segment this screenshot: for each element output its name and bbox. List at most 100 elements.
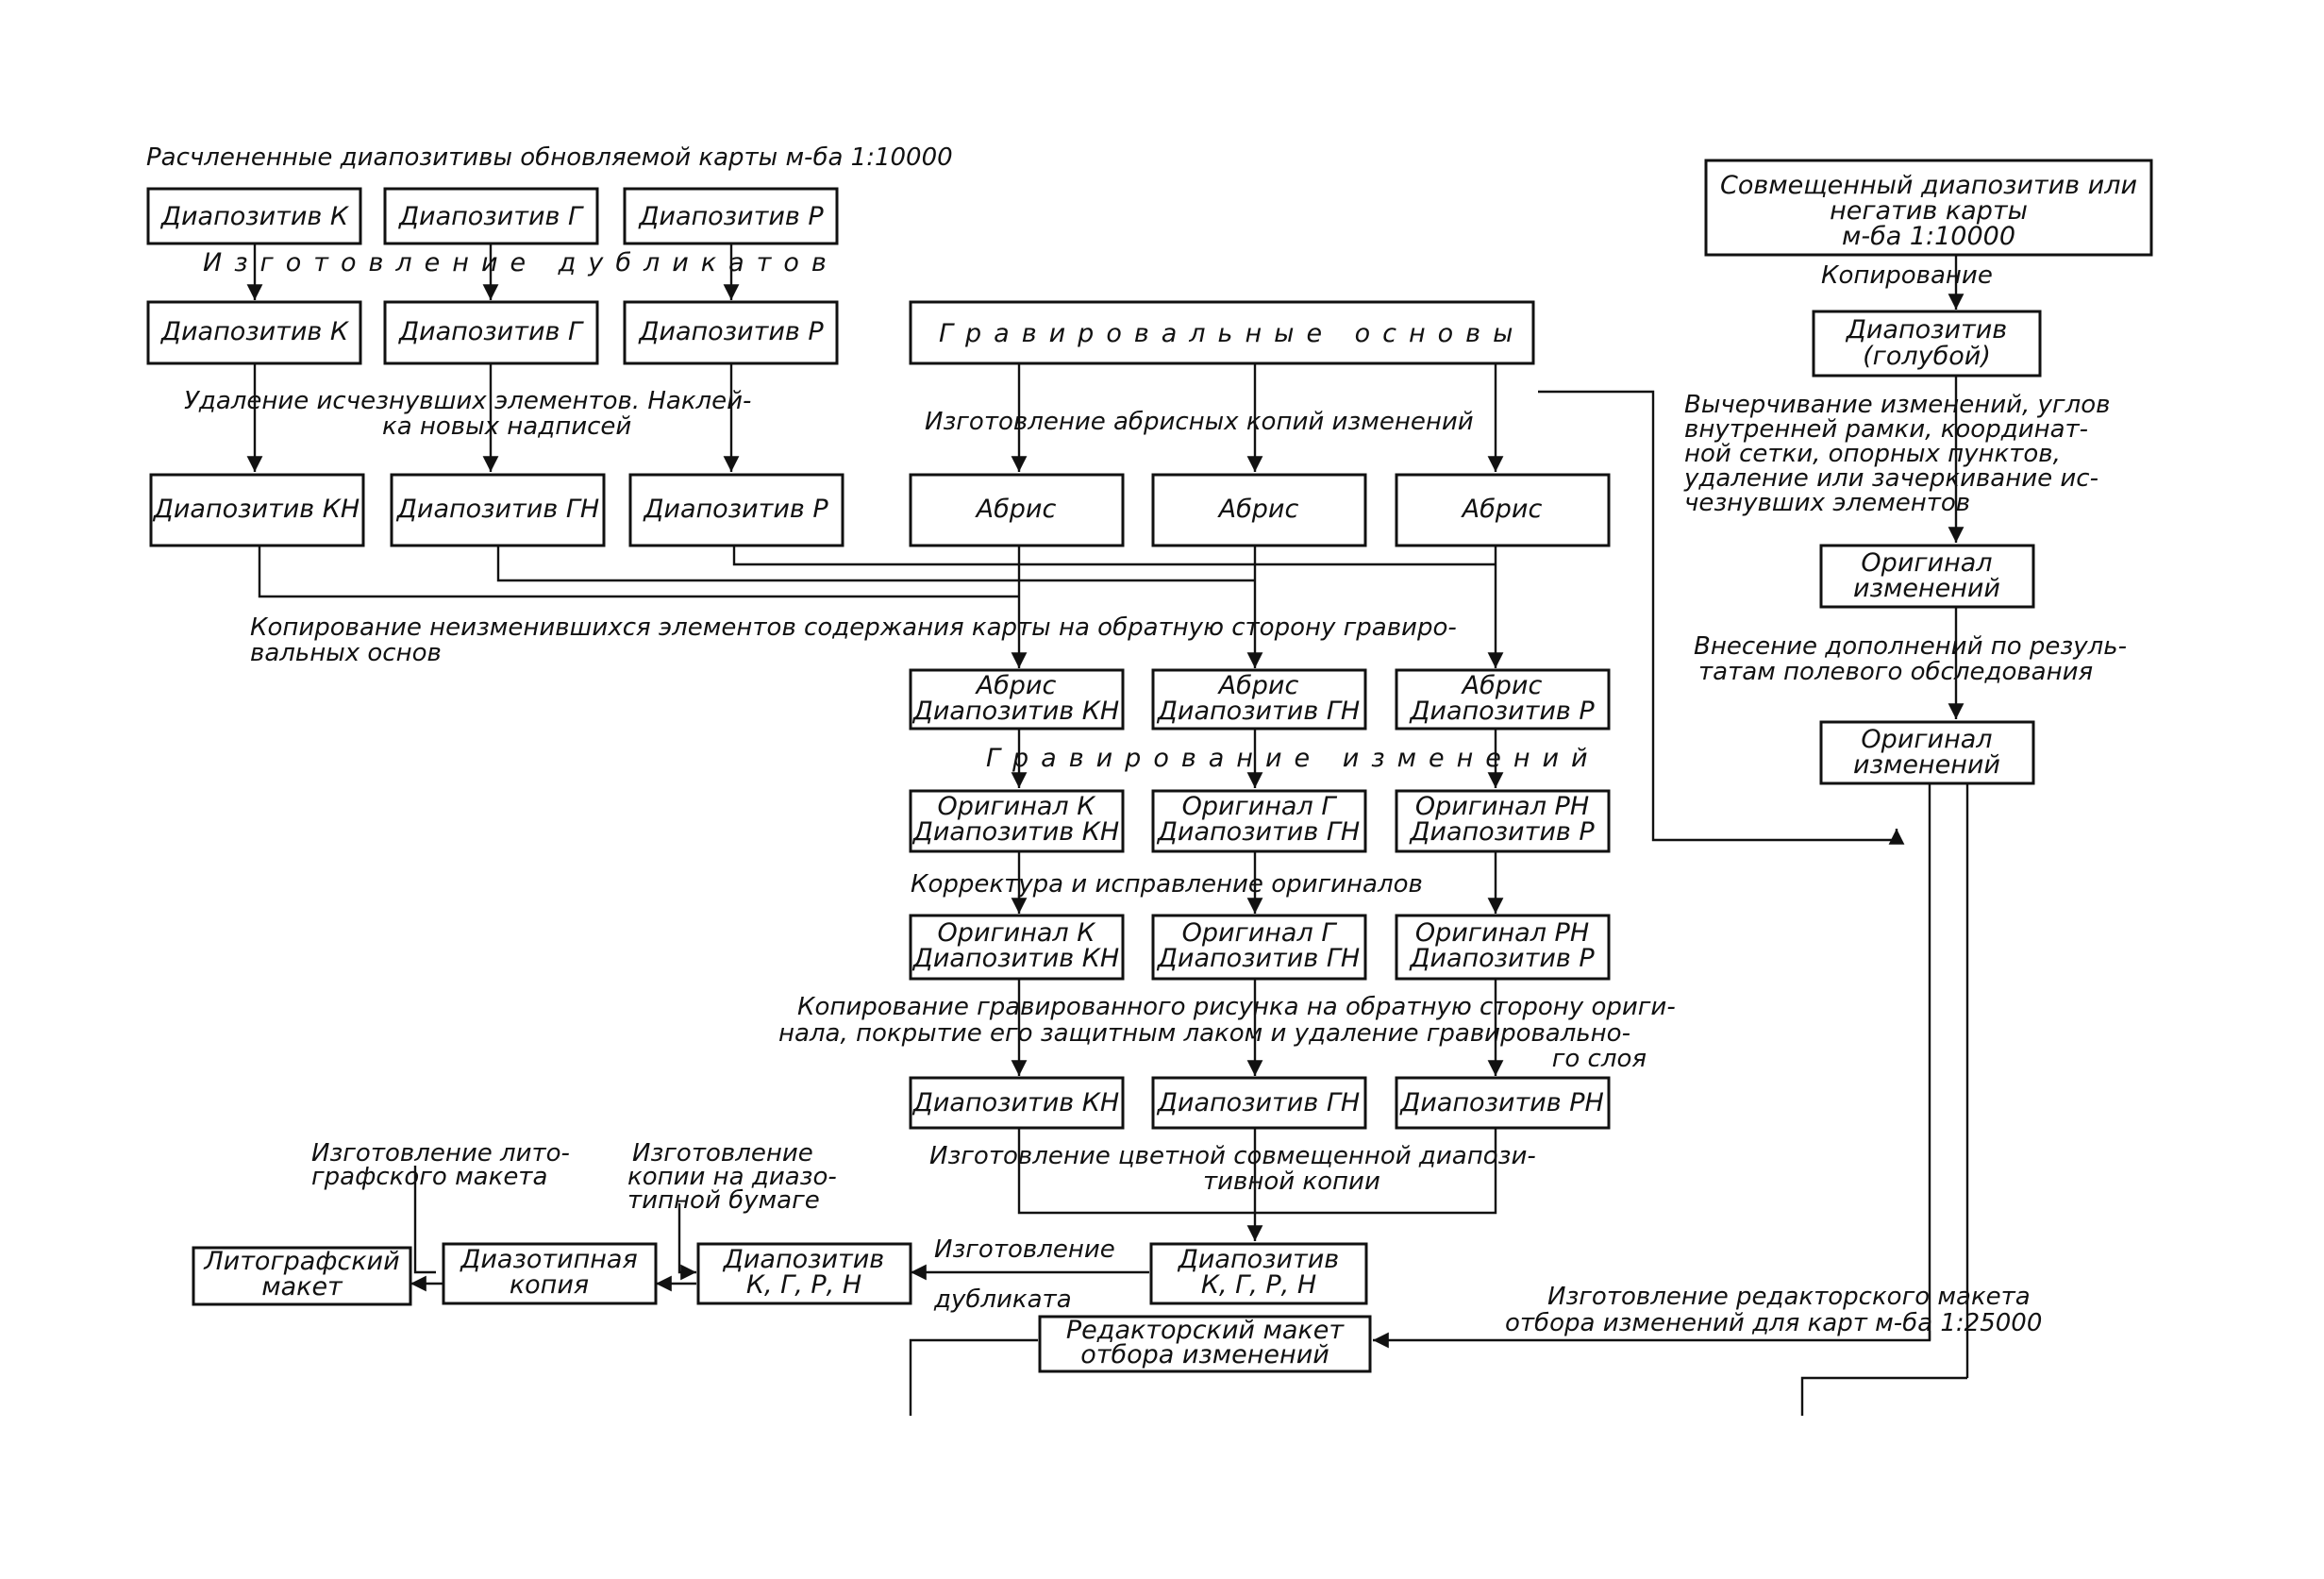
box-engraving-bases: Гравировальные основы xyxy=(909,300,1535,365)
svg-text:Оригинал РН: Оригинал РН xyxy=(1415,792,1589,821)
svg-text:Изготовление цветной совмещенн: Изготовление цветной совмещенной диапози… xyxy=(929,1142,1536,1170)
svg-text:изменений: изменений xyxy=(1853,574,2000,603)
svg-text:отбора изменений для карт м-ба: отбора изменений для карт м-ба 1:25000 xyxy=(1505,1309,2042,1337)
svg-text:Оригинал: Оригинал xyxy=(1861,548,1992,578)
svg-text:Копирование гравированного рис: Копирование гравированного рисунка на об… xyxy=(797,993,1676,1021)
svg-text:Диапозитив КН: Диапозитив КН xyxy=(912,697,1120,726)
box-diapositive-r-3: Диапозитив Р xyxy=(628,473,844,547)
label-editor-make: Изготовление редакторского макета отбора… xyxy=(1505,1283,2042,1337)
box-diapositive-gn-final: Диапозитив ГН xyxy=(1151,1076,1367,1130)
diagram-title: Расчлененные диапозитивы обновляемой кар… xyxy=(146,143,953,172)
svg-text:отбора изменений: отбора изменений xyxy=(1080,1340,1329,1369)
box-original-rn-1: Оригинал РН Диапозитив Р xyxy=(1395,789,1611,853)
svg-text:изменений: изменений xyxy=(1853,750,2000,780)
svg-text:Внесение дополнений по резуль-: Внесение дополнений по резуль- xyxy=(1694,632,2127,661)
label-color-copy: Изготовление цветной совмещенной диапози… xyxy=(929,1142,1536,1196)
svg-text:Изготовление редакторского мак: Изготовление редакторского макета xyxy=(1547,1283,2031,1311)
svg-text:ка новых надписей: ка новых надписей xyxy=(382,412,631,441)
label-litho-make: Изготовление лито- графского макета xyxy=(311,1139,570,1191)
box-abris-dr: Абрис Диапозитив Р xyxy=(1395,668,1611,731)
svg-text:нала, покрытие его защитным ла: нала, покрытие его защитным лаком и удал… xyxy=(778,1019,1630,1048)
box-diapositive-gn: Диапозитив ГН xyxy=(390,473,606,547)
box-original-changes-1: Оригинал изменений xyxy=(1819,544,2035,609)
svg-text:Диапозитив Р: Диапозитив Р xyxy=(1409,944,1595,973)
box-abris-dgn: Абрис Диапозитив ГН xyxy=(1151,668,1367,731)
label-correction: Корректура и исправление оригиналов xyxy=(911,870,1423,899)
label-field-additions: Внесение дополнений по резуль- татам пол… xyxy=(1694,632,2127,686)
svg-text:копии на диазо-: копии на диазо- xyxy=(627,1163,837,1191)
svg-text:Диапозитив: Диапозитив xyxy=(723,1245,884,1274)
svg-text:макет: макет xyxy=(261,1272,343,1302)
box-abris-2: Абрис xyxy=(1151,473,1367,547)
box-diapositive-r-2: Диапозитив Р xyxy=(623,300,839,365)
label-abris-copies: Изготовление абрисных копий изменений xyxy=(925,408,1474,436)
svg-text:Абрис: Абрис xyxy=(1461,671,1543,700)
svg-text:Диапозитив КН: Диапозитив КН xyxy=(912,817,1120,847)
svg-text:чезнувших элементов: чезнувших элементов xyxy=(1684,489,1970,517)
box-diapositive-k: Диапозитив К xyxy=(146,187,362,245)
svg-text:Диапозитив Р: Диапозитив Р xyxy=(643,495,828,524)
svg-text:Диапозитив Р: Диапозитив Р xyxy=(1409,697,1595,726)
box-diapositive-kn: Диапозитив КН xyxy=(149,473,365,547)
svg-text:татам полевого обследования: татам полевого обследования xyxy=(1698,658,2093,686)
svg-text:Копирование неизменившихся эле: Копирование неизменившихся элементов сод… xyxy=(250,613,1457,642)
svg-text:Вычерчивание изменений, углов: Вычерчивание изменений, углов xyxy=(1684,391,2110,419)
box-original-g-2: Оригинал Г Диапозитив ГН xyxy=(1151,914,1367,981)
svg-text:Диапозитив РН: Диапозитив РН xyxy=(1399,1088,1604,1117)
label-duplicate-make: Изготовление дубликата xyxy=(933,1235,1115,1314)
svg-text:тивной копии: тивной копии xyxy=(1203,1167,1380,1196)
box-abris-3: Абрис xyxy=(1395,473,1611,547)
label-copy-engraved: Копирование гравированного рисунка на об… xyxy=(778,993,1676,1073)
svg-text:К, Г, Р, Н: К, Г, Р, Н xyxy=(746,1270,861,1300)
svg-text:м-ба 1:10000: м-ба 1:10000 xyxy=(1842,222,2015,251)
svg-text:Диапозитив ГН: Диапозитив ГН xyxy=(1157,944,1360,973)
svg-text:Удаление исчезнувших элементов: Удаление исчезнувших элементов. Наклей- xyxy=(184,387,751,415)
svg-text:(голубой): (голубой) xyxy=(1863,342,1991,371)
svg-text:Абрис: Абрис xyxy=(975,671,1057,700)
svg-text:Диапозитив: Диапозитив xyxy=(1846,315,2007,344)
svg-text:Редакторский макет: Редакторский макет xyxy=(1066,1316,1345,1345)
label-duplicates: Изготовление дубликатов xyxy=(203,248,839,277)
svg-text:ной сетки, опорных пунктов,: ной сетки, опорных пунктов, xyxy=(1684,440,2061,468)
svg-text:го слоя: го слоя xyxy=(1552,1045,1647,1073)
box-diapositive-rn-final: Диапозитив РН xyxy=(1395,1076,1611,1130)
box-blue-diapositive: Диапозитив (голубой) xyxy=(1812,310,2042,378)
box-abris-dkn: Абрис Диапозитив КН xyxy=(909,668,1125,731)
box-diapositive-r: Диапозитив Р xyxy=(623,187,839,245)
box-diapositive-kgrn-main: Диапозитив К, Г, Р, Н xyxy=(1149,1242,1368,1305)
svg-text:Оригинал К: Оригинал К xyxy=(938,918,1097,948)
box-litho-maket: Литографский макет xyxy=(192,1246,412,1306)
svg-text:копия: копия xyxy=(510,1270,589,1300)
svg-text:Изготовление: Изготовление xyxy=(632,1139,813,1167)
svg-text:Оригинал Г: Оригинал Г xyxy=(1182,918,1338,948)
box-original-g-1: Оригинал Г Диапозитив ГН xyxy=(1151,789,1367,853)
box-diapositive-g-2: Диапозитив Г xyxy=(383,300,599,365)
svg-text:Диапозитив Р: Диапозитив Р xyxy=(1409,817,1595,847)
box-diapositive-kgrn-copy: Диапозитив К, Г, Р, Н xyxy=(696,1242,912,1305)
svg-text:Гравировальные основы: Гравировальные основы xyxy=(939,319,1525,348)
svg-text:Диапозитив ГН: Диапозитив ГН xyxy=(1157,817,1360,847)
box-diapositive-g: Диапозитив Г xyxy=(383,187,599,245)
box-original-k-2: Оригинал К Диапозитив КН xyxy=(909,914,1125,981)
svg-text:Диапозитив К: Диапозитив К xyxy=(160,317,350,346)
svg-text:К, Г, Р, Н: К, Г, Р, Н xyxy=(1201,1270,1316,1300)
label-diazo-make: Изготовление копии на диазо- типной бума… xyxy=(627,1139,837,1215)
box-diapositive-kn-final: Диапозитив КН xyxy=(909,1076,1125,1130)
svg-text:дубликата: дубликата xyxy=(933,1285,1072,1314)
svg-text:Оригинал РН: Оригинал РН xyxy=(1415,918,1589,948)
svg-text:Диапозитив ГН: Диапозитив ГН xyxy=(396,495,599,524)
connectors xyxy=(246,244,1969,1416)
box-diapositive-k-2: Диапозитив К xyxy=(146,300,362,365)
svg-text:Абрис: Абрис xyxy=(1461,495,1543,524)
svg-text:Диапозитив Г: Диапозитив Г xyxy=(398,202,584,231)
box-diazo-copy: Диазотипная копия xyxy=(442,1242,658,1305)
svg-text:Диапозитив КН: Диапозитив КН xyxy=(912,944,1120,973)
svg-text:Диапозитив КН: Диапозитив КН xyxy=(153,495,360,524)
svg-text:Диазотипная: Диазотипная xyxy=(460,1245,637,1274)
svg-text:Абрис: Абрис xyxy=(975,495,1057,524)
box-editor-maket: Редакторский макет отбора изменений xyxy=(1038,1315,1372,1373)
label-draw-changes: Вычерчивание изменений, углов внутренней… xyxy=(1683,391,2110,517)
svg-text:удаление или зачеркивание ис-: удаление или зачеркивание ис- xyxy=(1683,464,2098,493)
svg-text:негатив карты: негатив карты xyxy=(1830,196,2028,226)
